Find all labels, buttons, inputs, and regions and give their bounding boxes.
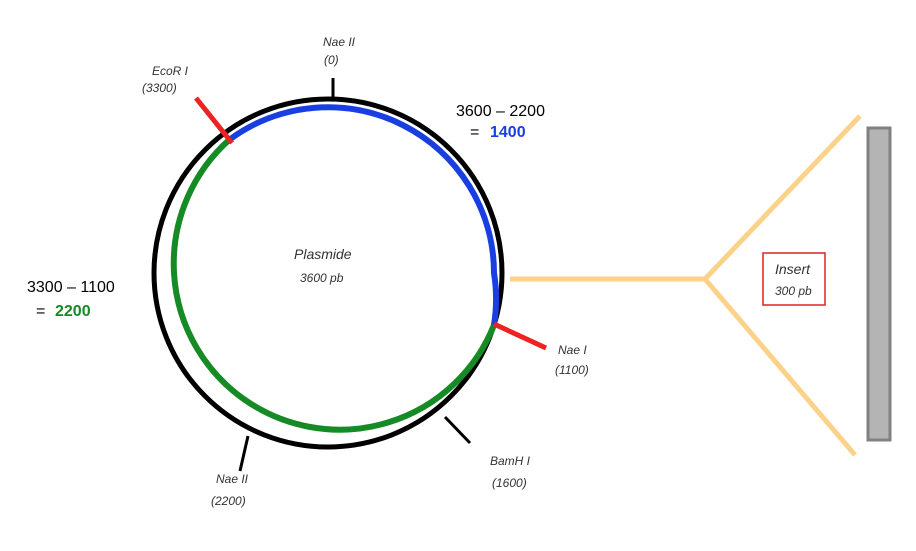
bamh1-label: BamH I: [490, 454, 531, 468]
nae2-top-label: Nae II: [323, 35, 356, 49]
insert-arm-lower: [703, 277, 857, 457]
bamh1-tick: [443, 415, 472, 445]
plasmid-ring: [151, 96, 505, 450]
nae1-position: (1100): [555, 363, 589, 377]
insert-box: [762, 252, 826, 306]
blue-segment-arc: [227, 104, 499, 326]
nae2-bottom-label: Nae II: [216, 472, 249, 486]
ecor1-label: EcoR I: [152, 64, 189, 78]
bamh1-position: (1600): [492, 476, 527, 490]
gel-bar: [866, 126, 892, 442]
nae2-bottom-tick: [238, 435, 250, 472]
nae2-bottom-position: (2200): [211, 494, 246, 508]
left-calc-result: 2200: [55, 303, 91, 320]
right-calc-result: 1400: [490, 124, 526, 141]
right-calc-expression: 3600 – 2200: [456, 103, 545, 120]
insert-title: Insert: [775, 261, 811, 277]
insert-size: 300 pb: [775, 284, 812, 298]
insert-arm-upper: [703, 114, 862, 281]
nae1-cut-marker: [492, 321, 548, 351]
right-calc-equals: =: [470, 124, 479, 141]
ecor1-position: (3300): [142, 81, 177, 95]
nae2-top-position: (0): [324, 53, 339, 67]
ecor1-cut-marker: [194, 96, 234, 145]
plasmid-size: 3600 pb: [300, 271, 344, 285]
green-segment-arc: [170, 137, 497, 433]
plasmid-title: Plasmide: [294, 246, 352, 262]
left-calc-expression: 3300 – 1100: [27, 279, 115, 296]
left-calc-equals: =: [36, 303, 45, 320]
nae1-label: Nae I: [558, 343, 587, 357]
